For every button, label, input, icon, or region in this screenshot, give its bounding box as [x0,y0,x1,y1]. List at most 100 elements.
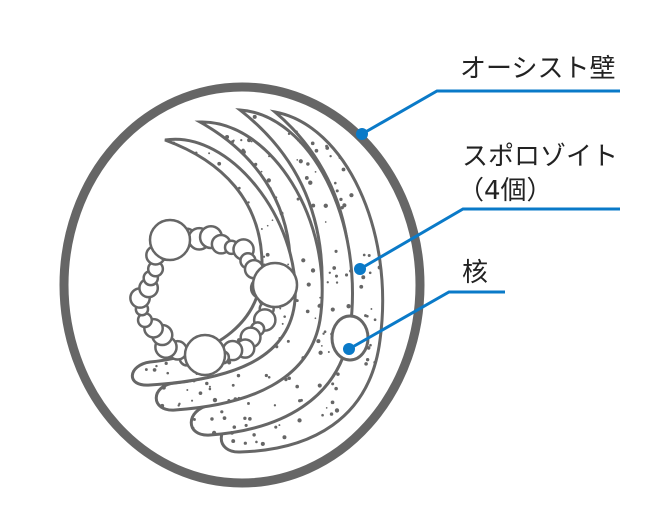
granule [250,140,253,143]
granule [262,255,266,258]
leader-line-nucleus [348,290,505,351]
granule [252,433,256,437]
granule [271,219,274,222]
granule [275,196,278,199]
granule [320,344,323,347]
granule [346,304,351,309]
granule [287,376,291,381]
granule [231,383,235,387]
granule [212,397,218,403]
granule [364,314,367,318]
granule [278,336,282,340]
granule [339,197,343,202]
granule [243,416,247,420]
granule [314,170,317,173]
granule [317,304,322,308]
granule [349,269,353,273]
granule [144,368,148,371]
granule [240,139,243,142]
granule [198,391,203,395]
large-sphere [251,261,299,309]
granule [349,193,354,198]
residual-body [129,218,299,377]
granule [231,439,236,444]
granule [247,138,252,143]
granule [281,322,284,325]
granule [160,403,165,408]
granule [278,424,281,427]
granule [359,284,364,289]
granule [319,296,322,299]
granule [368,271,372,275]
granule [329,412,334,416]
granule [191,399,194,402]
granule [298,159,303,164]
granule [341,167,346,172]
granule [233,397,238,401]
granule [222,416,227,420]
granule [336,372,340,376]
granule [306,282,311,287]
granule [364,362,368,366]
granule [266,224,269,227]
granule [308,180,313,185]
granule [334,249,338,253]
granule [231,140,235,144]
granule [362,253,366,257]
granule [192,378,196,383]
leader-dot-nucleus [343,343,355,355]
granule [311,203,316,208]
granule [301,258,306,263]
granule [247,201,250,204]
granule [373,361,377,364]
granule [284,377,288,382]
granule [275,345,279,349]
granule [334,181,337,185]
granule [331,382,335,386]
granule [295,384,299,389]
granule [310,207,313,210]
granule [217,161,222,166]
granule [369,343,372,347]
granule [247,402,250,405]
granule [264,373,268,378]
granule [306,162,310,166]
granule [287,263,290,266]
granule [373,318,377,322]
granule [192,417,196,421]
granule [268,155,271,158]
granule [211,430,217,436]
granule [328,271,331,274]
granule [155,364,158,368]
granule [186,388,189,391]
granule [220,410,224,414]
granule [370,308,373,310]
granule [322,332,325,335]
granule [330,307,335,312]
granule [208,385,211,388]
granule [316,339,321,344]
granule [232,425,237,429]
granule [318,350,323,355]
granule [301,356,306,360]
granule [325,146,330,150]
leader-lines [348,89,620,351]
granule [260,228,263,230]
granule [326,281,329,284]
granule [266,178,271,183]
granule [177,404,180,407]
granule [237,186,241,190]
granule [178,407,182,412]
granule [230,430,234,435]
leader-dot-sporozoite [354,263,366,275]
granule [377,265,382,270]
granule [273,404,277,407]
granule [171,141,176,145]
granule [260,170,263,173]
granule [327,350,330,353]
granule [310,268,316,273]
granule [208,387,212,391]
granule [334,386,338,391]
